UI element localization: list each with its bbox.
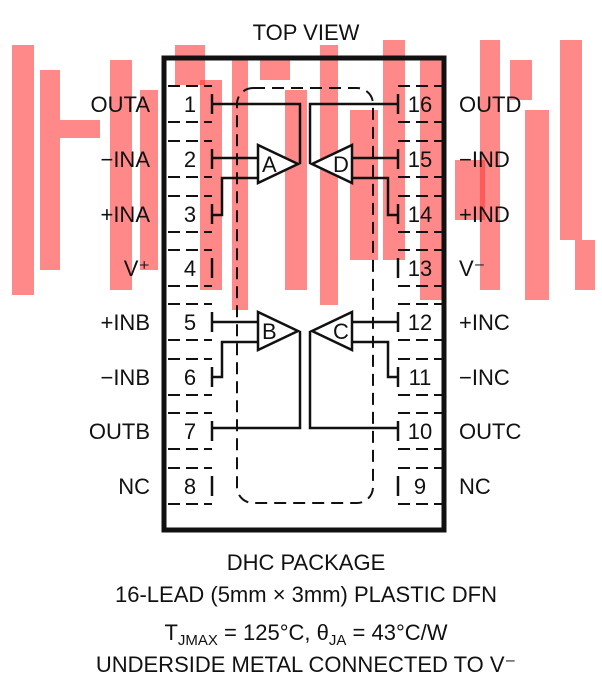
pin-left: 5 +INB (100, 303, 214, 341)
pin-right: 13 V⁻ (396, 249, 485, 287)
pin-label: +INB (100, 310, 150, 335)
pin-right: 12 +INC (396, 303, 510, 341)
amp-c-label: C (333, 319, 349, 344)
pin-label: V⁻ (459, 256, 485, 281)
amp-a-label: A (262, 152, 277, 177)
pin-number: 7 (184, 419, 196, 444)
pin-left: 6 −INB (100, 358, 214, 396)
watermark (12, 40, 595, 310)
amp-b-label: B (262, 319, 277, 344)
pin-number: 5 (184, 310, 196, 335)
pin-right: 9 NC (396, 467, 491, 505)
package-outline (161, 55, 447, 533)
pin-label: −INC (459, 365, 510, 390)
pin-label: +INA (100, 202, 150, 227)
pin-label: OUTB (89, 419, 150, 444)
pin-right: 16 OUTD (396, 85, 521, 123)
pin-left: 4 V⁺ (124, 249, 214, 287)
pin-right: 10 OUTC (396, 412, 521, 450)
pin-label: OUTC (459, 419, 521, 444)
pin-right: 11 −INC (396, 358, 510, 396)
pin-label: NC (459, 474, 491, 499)
caption-package: DHC PACKAGE (227, 550, 386, 575)
wiring (212, 102, 398, 430)
pin-right: 15 −IND (396, 140, 510, 178)
amplifier-b: B (256, 310, 301, 352)
amplifier-d: D (309, 143, 354, 185)
pin-label: −INB (100, 365, 150, 390)
amplifier-c: C (309, 310, 354, 352)
caption-thermal: TJMAX = 125°C, θJA = 43°C/W (164, 620, 447, 649)
pin-label: +INC (459, 310, 510, 335)
pin-number: 2 (184, 147, 196, 172)
pin-left: 8 NC (118, 467, 214, 505)
pin-left: 1 OUTA (91, 85, 214, 123)
pin-label: OUTD (459, 92, 521, 117)
pin-number: 16 (408, 92, 432, 117)
pin-number: 1 (184, 92, 196, 117)
pin-number: 3 (184, 202, 196, 227)
amp-d-label: D (333, 152, 349, 177)
amplifier-a: A (256, 143, 301, 185)
pin-number: 6 (184, 365, 196, 390)
caption-lead: 16-LEAD (5mm × 3mm) PLASTIC DFN (115, 582, 497, 607)
pin-number: 14 (408, 202, 432, 227)
pin-number: 13 (408, 256, 432, 281)
pin-left: 2 −INA (100, 140, 214, 178)
pin-number: 12 (408, 310, 432, 335)
pin-label: −INA (100, 147, 150, 172)
pin-label: −IND (459, 147, 510, 172)
pin-left: 3 +INA (100, 195, 214, 233)
pin-left: 7 OUTB (89, 412, 214, 450)
pin-number: 8 (184, 474, 196, 499)
caption-underside: UNDERSIDE METAL CONNECTED TO V⁻ (96, 652, 516, 677)
top-view-title: TOP VIEW (253, 20, 360, 45)
pin-number: 4 (184, 256, 196, 281)
pin-number: 10 (408, 419, 432, 444)
pins: 1 OUTA 16 OUTD 2 −INA 15 −IND 3 +INA 14 +IND 4 V⁺ 13 V⁻… (89, 85, 521, 505)
exposed-pad-outline (236, 87, 374, 504)
pin-label: NC (118, 474, 150, 499)
pin-number: 11 (409, 365, 432, 390)
pin-number: 9 (414, 474, 426, 499)
pin-right: 14 +IND (396, 195, 510, 233)
pin-label: +IND (459, 202, 510, 227)
pin-label: OUTA (91, 92, 151, 117)
pin-label: V⁺ (124, 256, 150, 281)
pin-number: 15 (408, 147, 432, 172)
